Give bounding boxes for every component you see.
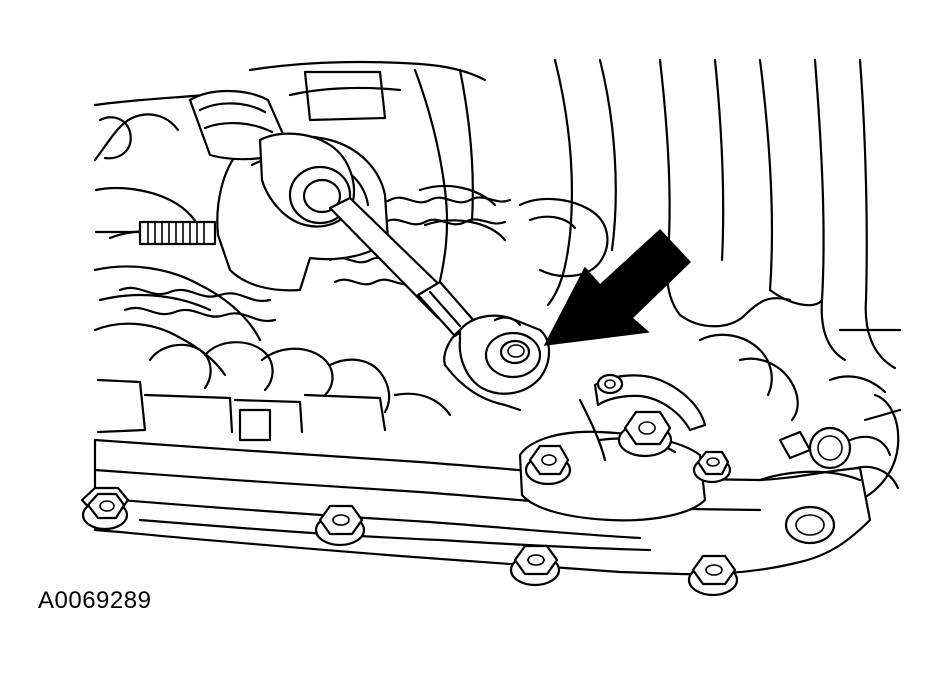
bracket-bolts: [80, 486, 739, 597]
bolt-3: [509, 544, 561, 587]
lever-nut-center: [617, 410, 673, 458]
shift-cable: [94, 89, 551, 412]
bolt-1: [80, 486, 130, 531]
bolt-4: [687, 554, 739, 597]
lever-nut-left: [524, 444, 572, 486]
ball-stud-right: [778, 426, 892, 470]
transmission-bracket: [93, 438, 872, 576]
engine-background-outlines: [93, 58, 902, 502]
shift-lever-assembly: [518, 373, 892, 522]
figure-id-label: A0069289: [38, 587, 152, 614]
arrow-icon: [543, 228, 692, 346]
lever-nut-right: [692, 450, 732, 484]
bolt-2: [314, 504, 366, 547]
